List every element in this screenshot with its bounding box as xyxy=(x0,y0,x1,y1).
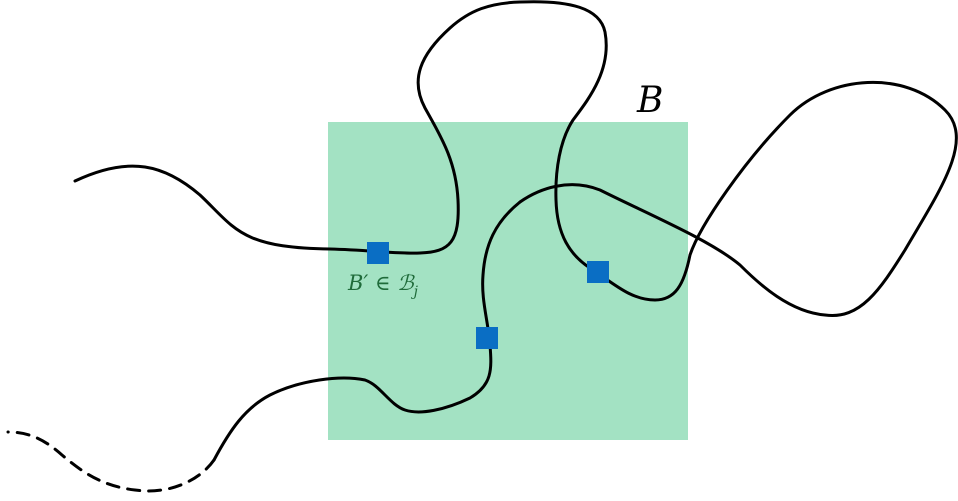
sub-label-family: ℬ xyxy=(397,271,415,295)
marker-square xyxy=(476,327,498,349)
path-curve-lower xyxy=(212,200,522,462)
path-curve-left-loop xyxy=(73,0,958,318)
sub-label-prime: ′ xyxy=(363,271,368,295)
box-b xyxy=(328,122,688,440)
sub-box-label: B′ ∈ ℬj xyxy=(347,271,419,300)
box-b-label: B xyxy=(636,80,663,121)
marker-square xyxy=(367,242,389,264)
sub-label-relation: ∈ xyxy=(368,271,397,295)
sub-label-base: B xyxy=(347,271,363,295)
sub-label-subscript: j xyxy=(411,284,419,300)
marker-square xyxy=(587,261,609,283)
path-curve-dashed-tail xyxy=(6,430,216,493)
